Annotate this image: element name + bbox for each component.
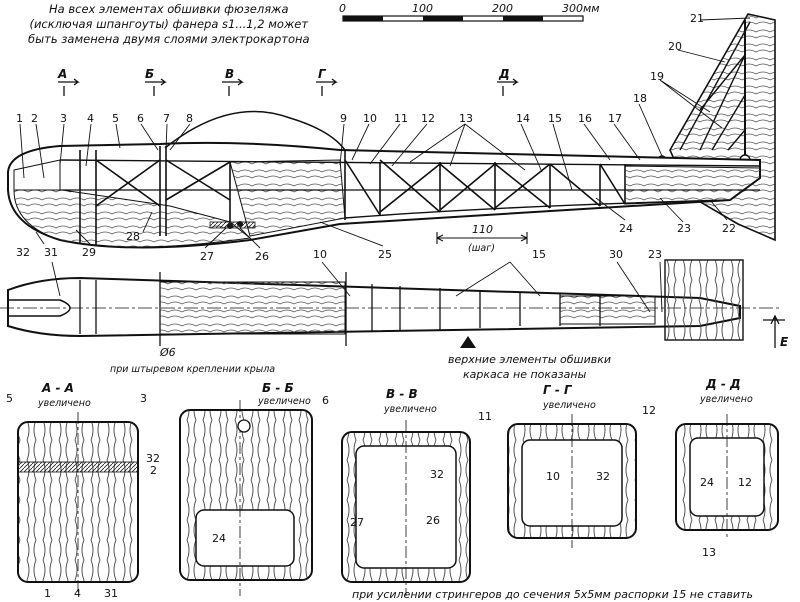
side-label-26: 26: [255, 250, 269, 263]
side-label-12: 12: [421, 112, 435, 125]
sec-a-label-32: 32: [146, 452, 160, 465]
sec-a-label-1: 1: [44, 587, 51, 600]
side-label-1: 1: [16, 112, 23, 125]
side-label-22: 22: [722, 222, 736, 235]
section-d-sub: увеличено: [699, 394, 753, 405]
section-a-sub: увеличено: [37, 398, 91, 409]
side-label-9: 9: [340, 112, 347, 125]
side-label-19: 19: [650, 70, 664, 83]
side-label-16: 16: [578, 112, 592, 125]
sec-b-label-6: 6: [322, 394, 329, 407]
mark-g: Г: [318, 67, 327, 81]
stringer-note: при усилении стрингеров до сечения 5x5мм…: [352, 588, 753, 601]
mark-b: Б: [145, 67, 154, 81]
sec-a-label-31: 31: [104, 587, 118, 600]
side-label-6: 6: [137, 112, 144, 125]
section-a: А - А увеличено 5 3 32 2 1 4 31: [6, 381, 160, 600]
scale-tick-0: 0: [339, 2, 346, 15]
side-label-29: 29: [82, 246, 96, 259]
sec-v-label-32: 32: [430, 468, 444, 481]
side-label-13: 13: [459, 112, 473, 125]
sec-v-label-27: 27: [350, 516, 364, 529]
plan-label-23: 23: [648, 248, 662, 261]
side-label-5: 5: [112, 112, 119, 125]
side-label-18: 18: [633, 92, 647, 105]
mark-v: В: [225, 67, 234, 81]
side-label-25: 25: [378, 248, 392, 261]
plan-label-10: 10: [313, 248, 327, 261]
mark-d: Д: [498, 67, 510, 81]
section-g-title: Г - Г: [543, 383, 573, 397]
sec-g-label-32: 32: [596, 470, 610, 483]
side-label-7: 7: [163, 112, 170, 125]
section-v: В - В увеличено 32 27 26: [341, 387, 471, 596]
side-label-32: 32: [16, 246, 30, 259]
side-label-10: 10: [363, 112, 377, 125]
side-label-14: 14: [516, 112, 530, 125]
sec-g-label-11: 11: [478, 410, 492, 423]
section-d: Д - Д увеличено 24 12 13: [675, 377, 779, 559]
upper-skin-note-1: верхние элементы обшивки: [448, 353, 611, 366]
sec-a-label-2: 2: [150, 464, 157, 477]
section-v-sub: увеличено: [383, 404, 437, 415]
side-label-2: 2: [31, 112, 38, 125]
section-b-title: Б - Б: [262, 381, 294, 395]
top-note-line3: быть заменена двумя слоями электрокартон…: [28, 32, 310, 46]
section-b-sub: увеличено: [257, 396, 311, 407]
sec-a-label-3: 3: [140, 392, 147, 405]
section-marks: [58, 78, 519, 96]
scale-tick-200: 200: [492, 2, 513, 15]
top-note-line2: (исключая шпангоуты) фанера s1...1,2 мож…: [29, 17, 309, 31]
side-label-8: 8: [186, 112, 193, 125]
section-a-title: А - А: [41, 381, 74, 395]
side-label-20: 20: [668, 40, 682, 53]
view-e-label: Е: [780, 335, 789, 349]
side-label-3: 3: [60, 112, 67, 125]
top-note: На всех элементах обшивки фюзеляжа (искл…: [28, 2, 310, 47]
mark-a: А: [57, 67, 67, 81]
side-label-27: 27: [200, 250, 214, 263]
pin-dia: Ø6: [159, 346, 176, 359]
sec-d-label-12: 12: [738, 476, 752, 489]
side-label-17: 17: [608, 112, 622, 125]
side-label-28: 28: [126, 230, 140, 243]
side-labels: 1 2 3 4 5 6 7 8 9 10 11 12 13 14 15 16 1…: [16, 12, 736, 263]
side-label-11: 11: [394, 112, 408, 125]
top-note-line1: На всех элементах обшивки фюзеляжа: [49, 2, 289, 16]
sec-g-label-12: 12: [642, 404, 656, 417]
sec-d-label-13: 13: [702, 546, 716, 559]
side-leaders: [19, 17, 751, 249]
scale-tick-300: 300мм: [562, 2, 600, 15]
side-label-4: 4: [87, 112, 94, 125]
sec-a-label-5: 5: [6, 392, 13, 405]
sec-a-label-4: 4: [74, 587, 81, 600]
scale-tick-100: 100: [412, 2, 433, 15]
side-label-21: 21: [690, 12, 704, 25]
upper-skin-note-2: каркаса не показаны: [463, 368, 587, 381]
scale-bar: 0 100 200 300мм: [339, 2, 600, 22]
section-g: Г - Г увеличено 11 12 10 32: [478, 383, 656, 548]
pitch-value: 110: [472, 223, 493, 236]
plan-view: Е 31 10 15 30 23 Ø6 при штыревом креплен…: [0, 246, 789, 381]
pin-note: при штыревом креплении крыла: [110, 364, 275, 375]
section-v-title: В - В: [386, 387, 418, 401]
sec-v-label-26: 26: [426, 514, 440, 527]
sec-b-label-24: 24: [212, 532, 226, 545]
sec-d-label-24: 24: [700, 476, 714, 489]
side-label-23: 23: [677, 222, 691, 235]
section-d-title: Д - Д: [705, 377, 741, 391]
plan-label-30: 30: [609, 248, 623, 261]
pitch-label: (шаг): [468, 243, 495, 254]
side-label-24: 24: [619, 222, 633, 235]
plan-label-31: 31: [44, 246, 58, 259]
side-view: 110 (шаг): [7, 13, 776, 254]
sec-g-label-10: 10: [546, 470, 560, 483]
section-g-sub: увеличено: [542, 400, 596, 411]
section-b: Б - Б увеличено 6 24: [179, 381, 329, 596]
side-label-15: 15: [548, 112, 562, 125]
plan-label-15: 15: [532, 248, 546, 261]
